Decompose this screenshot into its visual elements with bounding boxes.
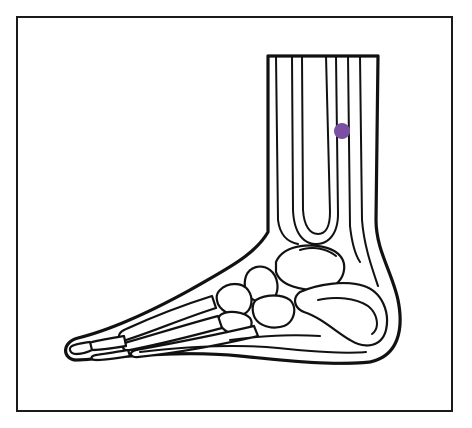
fibula-front — [348, 56, 360, 262]
tibia-canal — [302, 56, 330, 234]
phalanx-bone — [70, 342, 92, 354]
tibia-outline — [276, 56, 298, 244]
cuboid-bone — [253, 296, 295, 328]
tibia-inner — [292, 56, 338, 244]
cuneiform-bone — [217, 284, 252, 315]
marker-dot — [334, 123, 350, 139]
phalanx-bone — [88, 336, 127, 350]
phalanx-bone — [92, 350, 131, 360]
